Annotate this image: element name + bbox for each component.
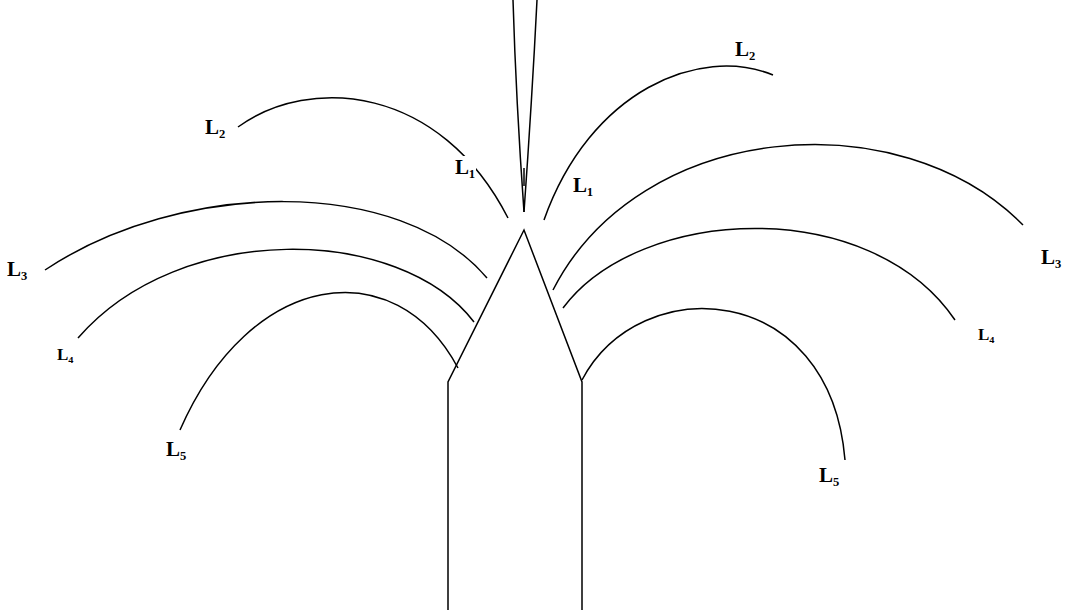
- axis-mark: [523, 168, 525, 186]
- field-line-label: L₃: [1040, 246, 1062, 269]
- field-line: [582, 309, 845, 460]
- electrode-outline: [448, 230, 582, 610]
- field-line-label: L₂: [734, 38, 756, 61]
- field-line-label: L₃: [6, 258, 28, 281]
- field-line-label: L₅: [818, 464, 840, 487]
- field-line-label: L₁: [572, 174, 594, 197]
- field-line: [238, 98, 508, 218]
- field-line-label: L₄: [56, 346, 74, 365]
- field-line: [563, 228, 955, 320]
- field-line: [553, 145, 1023, 290]
- field-line-label: L₅: [165, 438, 187, 461]
- field-line-label: L₂: [204, 116, 226, 139]
- field-line-label: L₁: [454, 156, 476, 179]
- field-line: [45, 202, 487, 278]
- field-line: [78, 249, 474, 338]
- axial-field-line: [513, 0, 524, 212]
- field-line: [544, 66, 773, 220]
- axial-field-line: [524, 0, 537, 212]
- field-line-label: L₄: [977, 326, 995, 345]
- field-line: [180, 292, 458, 430]
